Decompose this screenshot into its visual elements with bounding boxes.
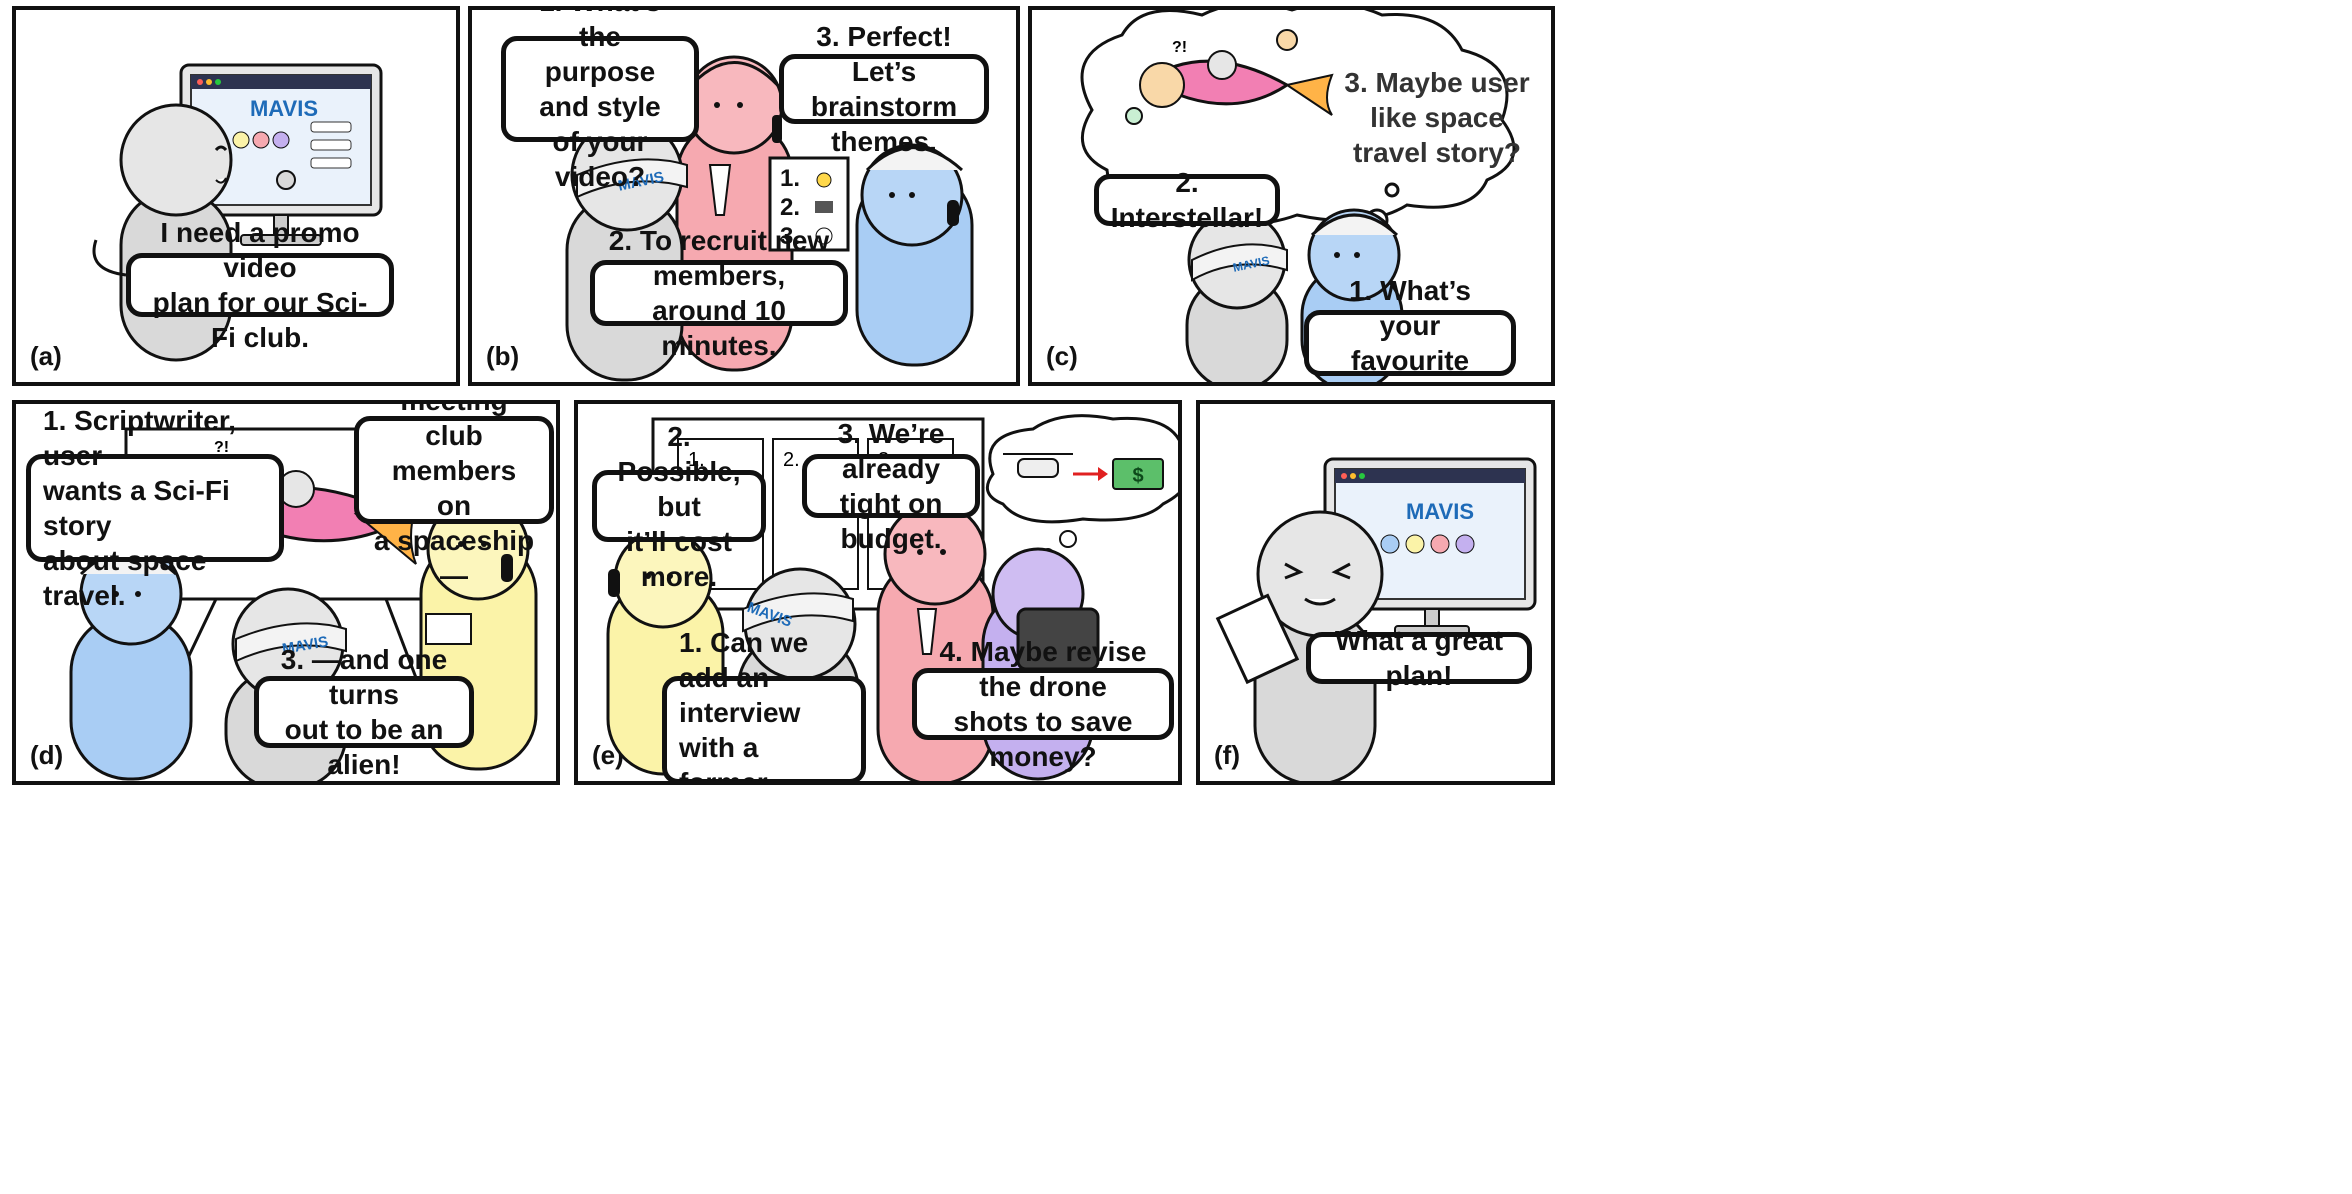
assistant-character <box>855 143 974 367</box>
monitor: MAVIS <box>179 63 383 246</box>
planet-icon <box>1125 107 1143 125</box>
speech-bubble-4: 4. Maybe revise the drone shots to save … <box>912 636 1174 772</box>
lightbulb-icon <box>816 172 832 188</box>
panel-a: MAVIS I need a promo video plan for our … <box>12 6 460 386</box>
speech-bubble-2: 2. Imagine meeting club members on a spa… <box>354 404 554 591</box>
arrow-icon <box>1073 467 1108 481</box>
clipboard-icon <box>1215 593 1300 685</box>
speech-bubble-2: 2. Possible, but it’ll cost more. <box>592 421 766 592</box>
board-col-2: 2. <box>783 449 800 471</box>
steps-board: 1. 2. 3. <box>768 156 850 252</box>
panel-label: (f) <box>1214 740 1240 770</box>
speech-bubble-3: 3. —and one turns out to be an alien! <box>254 644 474 780</box>
speech-bubble-3: 3. Perfect! Let’s brainstorm themes. <box>779 21 989 157</box>
speech-bubble-2: 2. Interstellar! <box>1094 167 1280 233</box>
panel-b: MAVIS 1. 2. 3. 1. What's the purpose and… <box>468 6 1020 386</box>
panel-e: 1. 2. 3. $ <box>574 400 1182 785</box>
board-step-3: 3. <box>780 223 800 250</box>
thought-marks: ?! <box>1172 39 1187 56</box>
panel-f-art: MAVIS <box>1215 457 1537 781</box>
planet-icon <box>1276 29 1298 51</box>
panel-c: ?! MAVIS 3. Maybe user like space travel… <box>1028 6 1555 386</box>
board-col-1: 1. <box>688 449 705 471</box>
speech-bubble-user: I need a promo video plan for our Sci-Fi… <box>126 217 394 353</box>
board-marks: ?! <box>214 439 229 456</box>
speech-bubble-1: 1. What's the purpose and style of your … <box>501 10 699 192</box>
notebook-icon <box>425 613 472 645</box>
drone-thought: $ <box>985 414 1178 560</box>
panel-b-art: MAVIS 1. 2. 3. <box>565 55 974 382</box>
panel-label: (a) <box>30 341 62 371</box>
speech-bubble-2: 2. To recruit new members, around 10 min… <box>590 225 848 361</box>
panel-label: (b) <box>486 341 520 371</box>
money-symbol: $ <box>1132 465 1143 487</box>
clock-icon <box>815 227 833 245</box>
board-step-1: 1. <box>780 165 800 192</box>
speech-bubble-1: 1. Can we add an interview with a former… <box>662 627 866 781</box>
board-step-2: 2. <box>780 194 800 221</box>
panel-f: MAVIS What a great plan! (f) <box>1196 400 1555 785</box>
user-character <box>1215 510 1384 781</box>
assistant-character <box>69 542 193 781</box>
camera-icon <box>815 201 833 213</box>
speech-bubble-3: 3. We’re already tight on budget. <box>802 418 980 554</box>
speech-bubble-user: What a great plan! <box>1306 625 1532 691</box>
planet-icon <box>1139 62 1185 108</box>
money-icon: $ <box>1112 458 1164 490</box>
panel-d: ?! MAVIS 1. Scriptwriter, user wants a S… <box>12 400 560 785</box>
panel-label: (c) <box>1046 341 1078 371</box>
monitor-title: MAVIS <box>1406 499 1474 524</box>
mavis-character: MAVIS <box>1185 210 1289 382</box>
thought-text: 3. Maybe user like space travel story? <box>1344 67 1530 168</box>
monitor-title: MAVIS <box>250 96 318 121</box>
speech-bubble-1: 1. Scriptwriter, user wants a Sci-Fi sto… <box>26 405 284 611</box>
panel-label: (d) <box>30 740 64 770</box>
drone-icon <box>1003 453 1073 478</box>
speech-bubble-1: 1. What’s your favourite movie? <box>1304 275 1516 382</box>
